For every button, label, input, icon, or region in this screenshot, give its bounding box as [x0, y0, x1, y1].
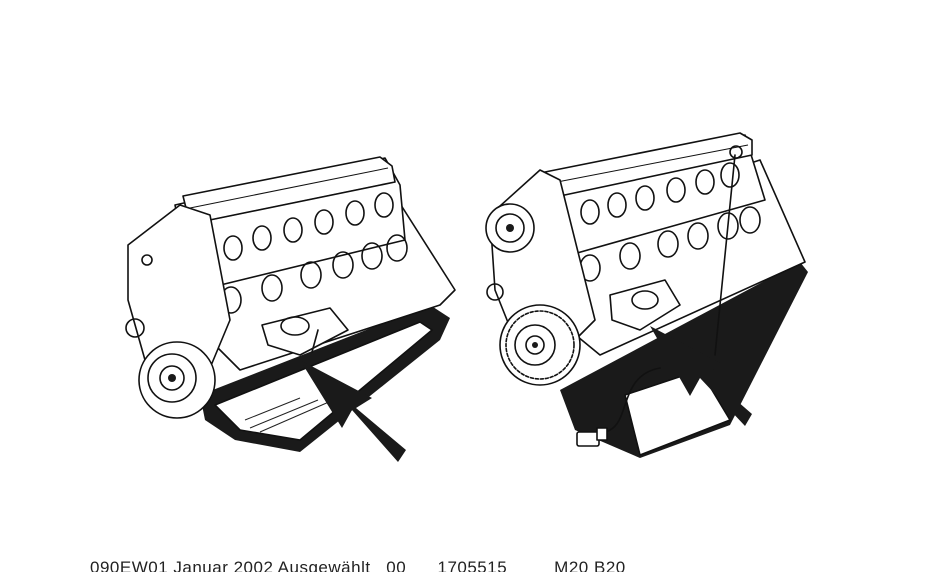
arrow-left-engine [300, 360, 406, 462]
caption-strip: 090EW01 Januar 2002 Ausgewählt 00 170551… [0, 558, 943, 572]
engine-view-right [485, 132, 808, 458]
caption-text: 090EW01 Januar 2002 Ausgewählt 00 170551… [90, 558, 626, 572]
arrow-right-engine [650, 326, 752, 426]
engine-view-left [125, 156, 456, 462]
